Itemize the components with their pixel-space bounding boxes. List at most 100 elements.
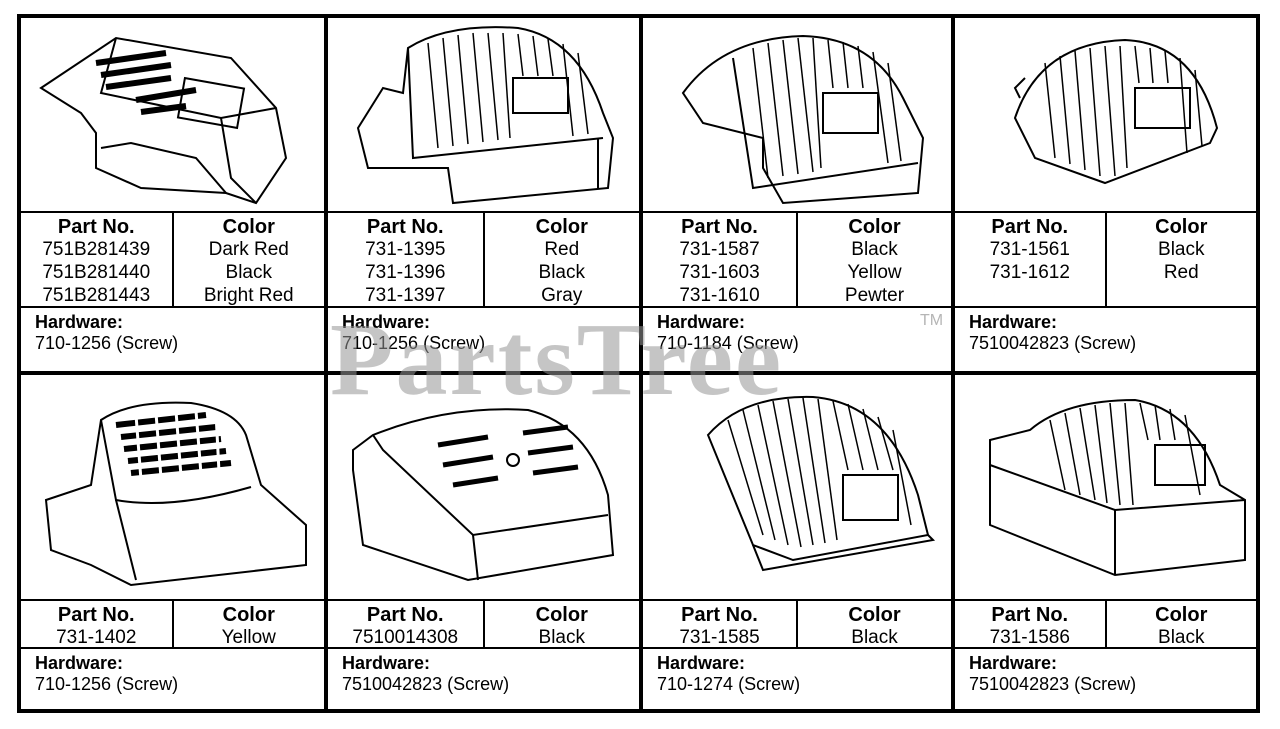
hardware-value: 710-1256 (Screw): [35, 333, 179, 353]
part-color: Yellow: [221, 627, 276, 648]
part-number: 731-1402: [56, 627, 137, 648]
hardware-box: Hardware: 710-1184 (Screw): [643, 306, 951, 371]
part-table: Part No. 7510014308 Color Black: [328, 599, 639, 648]
part-drawing: [21, 18, 324, 211]
part-drawing: [955, 375, 1256, 599]
part-color: Bright Red: [203, 285, 294, 306]
part-table: Part No. 731-1586 Color Black: [955, 599, 1256, 648]
part-color: Black: [225, 262, 272, 283]
part-number: 731-1396: [365, 262, 446, 283]
part-number: 731-1561: [989, 239, 1070, 260]
part-no-header: Part No.: [991, 604, 1069, 626]
part-number: 731-1586: [989, 627, 1070, 648]
part-number: 731-1587: [679, 239, 760, 260]
grid-divider: [324, 18, 328, 709]
part-table: Part No. 731-1561 731-1612 Color Black R…: [955, 211, 1256, 306]
part-drawing: [328, 375, 639, 599]
part-drawing: [955, 18, 1256, 211]
part-color: Black: [538, 627, 585, 648]
hardware-label: Hardware:: [342, 653, 431, 673]
part-color: Dark Red: [208, 239, 289, 260]
part-drawing: [328, 18, 639, 211]
part-drawing: [21, 375, 324, 599]
part-cell: Part No. 731-1395 731-1396 731-1397 Colo…: [328, 18, 639, 371]
hardware-value: 710-1274 (Screw): [657, 674, 801, 694]
color-header: Color: [1155, 604, 1208, 626]
grid-divider: [21, 371, 1256, 375]
grid-divider: [639, 18, 643, 709]
hardware-value: 710-1184 (Screw): [657, 333, 799, 353]
part-cell: Part No. 7510014308 Color Black Hardware…: [328, 375, 639, 709]
hardware-box: Hardware: 7510042823 (Screw): [328, 647, 639, 709]
part-table: Part No. 751B281439 751B281440 751B28144…: [21, 211, 324, 306]
hardware-box: Hardware: 7510042823 (Screw): [955, 647, 1256, 709]
hardware-label: Hardware:: [657, 653, 746, 673]
part-number: 751B281440: [42, 262, 151, 283]
part-table: Part No. 731-1585 Color Black: [643, 599, 951, 648]
color-header: Color: [1155, 216, 1208, 238]
hardware-box: Hardware: 7510042823 (Screw): [955, 306, 1256, 371]
hardware-box: Hardware: 710-1274 (Screw): [643, 647, 951, 709]
part-table: Part No. 731-1402 Color Yellow: [21, 599, 324, 648]
part-cell: Part No. 751B281439 751B281440 751B28144…: [21, 18, 324, 371]
color-header: Color: [222, 604, 275, 626]
parts-chart: Part No. 751B281439 751B281440 751B28144…: [17, 14, 1260, 713]
part-table: Part No. 731-1587 731-1603 731-1610 Colo…: [643, 211, 951, 306]
part-no-header: Part No.: [366, 216, 444, 238]
part-number: 751B281443: [42, 285, 151, 306]
part-color: Black: [1158, 239, 1205, 260]
part-no-header: Part No.: [366, 604, 444, 626]
part-cell: Part No. 731-1561 731-1612 Color Black R…: [955, 18, 1256, 371]
part-color: Pewter: [844, 285, 905, 306]
part-color: Gray: [541, 285, 583, 306]
hardware-box: Hardware: 710-1256 (Screw): [328, 306, 639, 371]
hardware-value: 7510042823 (Screw): [969, 674, 1137, 694]
part-no-header: Part No.: [991, 216, 1069, 238]
hardware-label: Hardware:: [657, 312, 746, 332]
part-number: 731-1610: [679, 285, 760, 306]
color-header: Color: [535, 604, 588, 626]
part-cell: Part No. 731-1587 731-1603 731-1610 Colo…: [643, 18, 951, 371]
part-color: Black: [851, 627, 898, 648]
part-cell: Part No. 731-1585 Color Black Hardware: …: [643, 375, 951, 709]
hardware-label: Hardware:: [969, 312, 1058, 332]
hardware-label: Hardware:: [969, 653, 1058, 673]
part-number: 731-1395: [365, 239, 446, 260]
hardware-box: Hardware: 710-1256 (Screw): [21, 647, 324, 709]
hardware-value: 7510042823 (Screw): [342, 674, 510, 694]
part-drawing: [643, 375, 951, 599]
part-number: 731-1603: [679, 262, 760, 283]
grid-divider: [951, 18, 955, 709]
hardware-value: 710-1256 (Screw): [342, 333, 486, 353]
part-number: 731-1397: [365, 285, 446, 306]
hardware-label: Hardware:: [35, 653, 124, 673]
part-number: 7510014308: [352, 627, 459, 648]
part-color: Black: [851, 239, 898, 260]
part-drawing: [643, 18, 951, 211]
part-color: Red: [1163, 262, 1199, 283]
hardware-value: 7510042823 (Screw): [969, 333, 1137, 353]
part-color: Black: [538, 262, 585, 283]
part-no-header: Part No.: [57, 216, 135, 238]
hardware-label: Hardware:: [35, 312, 124, 332]
hardware-value: 710-1256 (Screw): [35, 674, 179, 694]
part-color: Black: [1158, 627, 1205, 648]
watermark-trademark: TM: [920, 312, 944, 329]
color-header: Color: [848, 216, 901, 238]
part-no-header: Part No.: [681, 216, 758, 238]
color-header: Color: [222, 216, 275, 238]
part-cell: Part No. 731-1402 Color Yellow Hardware:…: [21, 375, 324, 709]
hardware-box: Hardware: 710-1256 (Screw): [21, 306, 324, 371]
part-color: Red: [544, 239, 580, 260]
part-no-header: Part No.: [57, 604, 135, 626]
part-table: Part No. 731-1395 731-1396 731-1397 Colo…: [328, 211, 639, 306]
hardware-label: Hardware:: [342, 312, 431, 332]
part-cell: Part No. 731-1586 Color Black Hardware: …: [955, 375, 1256, 709]
color-header: Color: [848, 604, 901, 626]
part-no-header: Part No.: [681, 604, 758, 626]
part-number: 731-1612: [989, 262, 1070, 283]
part-number: 731-1585: [679, 627, 760, 648]
color-header: Color: [535, 216, 588, 238]
part-color: Yellow: [847, 262, 902, 283]
part-number: 751B281439: [42, 239, 151, 260]
